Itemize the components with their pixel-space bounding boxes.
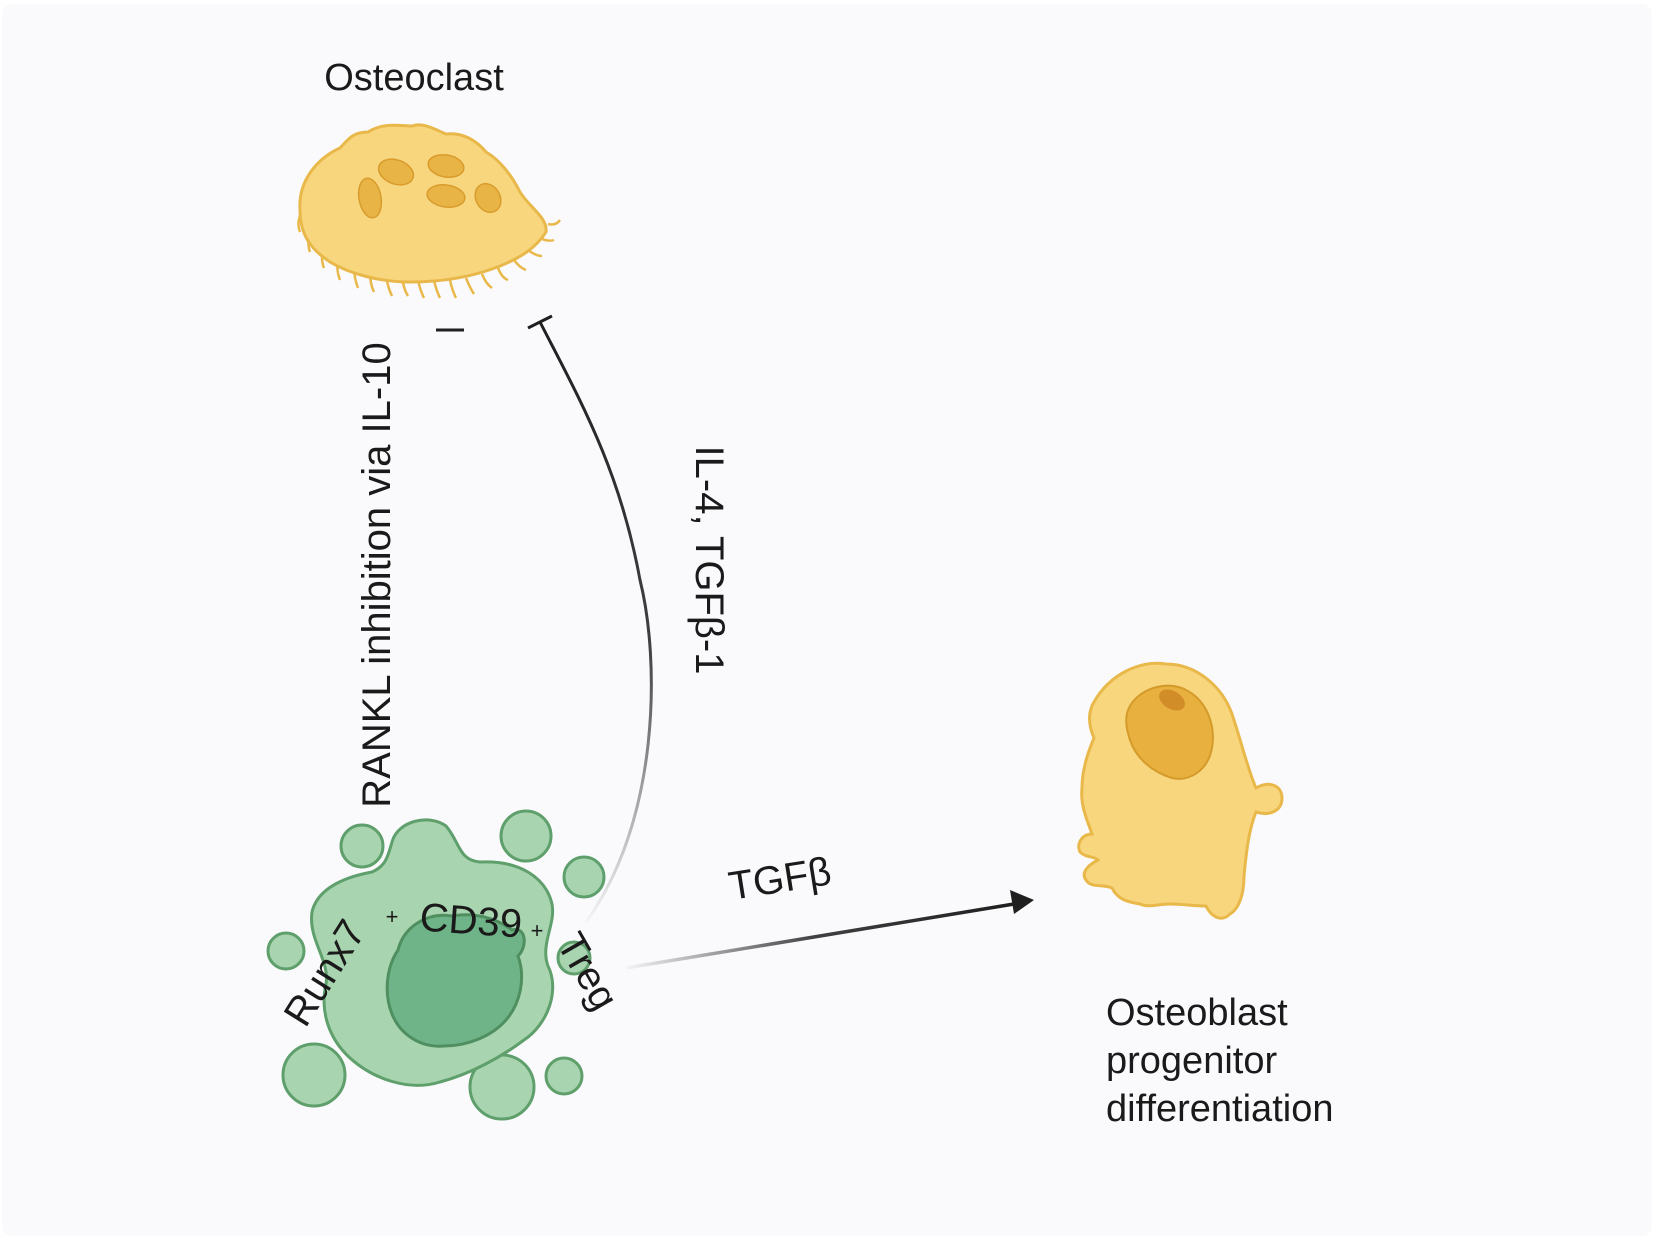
treg-bleb (562, 855, 606, 899)
il4-tgfb1-label: IL-4, TGFβ-1 (687, 446, 731, 675)
osteoclast-label: Osteoclast (324, 57, 504, 99)
tgfb-activation-arrow (625, 890, 1034, 970)
treg-bleb (544, 1056, 584, 1096)
treg-bleb (266, 931, 306, 971)
diagram-background (2, 4, 1652, 1236)
osteoblast-label: Osteoblast progenitor differentiation (1106, 992, 1333, 1130)
treg-bleb (339, 823, 385, 869)
rankl-inhibition-label: RANKL inhibition via IL-10 (355, 342, 399, 807)
treg-label-cd39: CD39 (418, 896, 523, 947)
osteoblast-cell-icon (1077, 661, 1284, 920)
treg-bleb (556, 940, 592, 976)
il4-inhibition-arrow (527, 314, 653, 923)
treg-label-plus-1: + (386, 904, 399, 929)
osteoblast-label-line-2: progenitor (1106, 1040, 1277, 1082)
treg-nucleus (385, 913, 526, 1048)
treg-cell-icon (266, 809, 606, 1121)
osteoclast-cell-icon (297, 123, 562, 299)
osteoblast-label-line-3: differentiation (1106, 1088, 1333, 1130)
osteoblast-label-line-1: Osteoblast (1106, 992, 1288, 1034)
treg-bleb (499, 809, 553, 863)
rankl-inhibition-arrow (436, 328, 464, 805)
osteoclast-nuclei (357, 153, 502, 219)
osteoclast-body (298, 123, 548, 284)
treg-label-plus-2: + (531, 918, 544, 943)
osteoblast-nucleus (1125, 684, 1214, 780)
treg-bleb (281, 1042, 347, 1108)
osteoblast-nucleolus (1159, 689, 1185, 711)
